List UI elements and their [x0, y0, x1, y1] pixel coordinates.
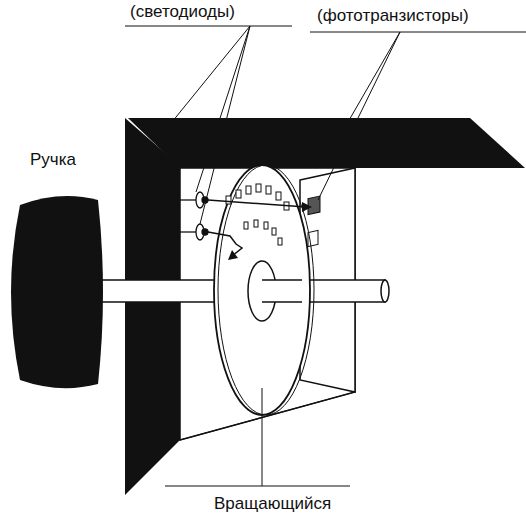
part-label: Ручка	[28, 150, 78, 170]
housing-front-wall	[125, 118, 180, 495]
shaft-end	[381, 280, 389, 302]
part-label: Вращающийся	[212, 494, 333, 514]
code-disk-rim	[218, 165, 314, 415]
shaft-edge	[262, 301, 302, 303]
led	[180, 192, 208, 240]
shaft-through	[262, 280, 302, 302]
light-beam-head	[228, 250, 238, 260]
code-disk	[214, 165, 310, 415]
housing-roof	[128, 118, 525, 168]
leader-line	[125, 26, 526, 486]
light-beam-head	[302, 202, 312, 212]
part-label: (светодиоды)	[128, 2, 237, 22]
light-beam	[208, 232, 242, 256]
shaft-edge	[262, 279, 302, 281]
part-label: (фототранзисторы)	[315, 6, 471, 26]
light-beam	[208, 200, 306, 207]
knob	[11, 196, 103, 388]
disk-slots	[226, 184, 289, 245]
